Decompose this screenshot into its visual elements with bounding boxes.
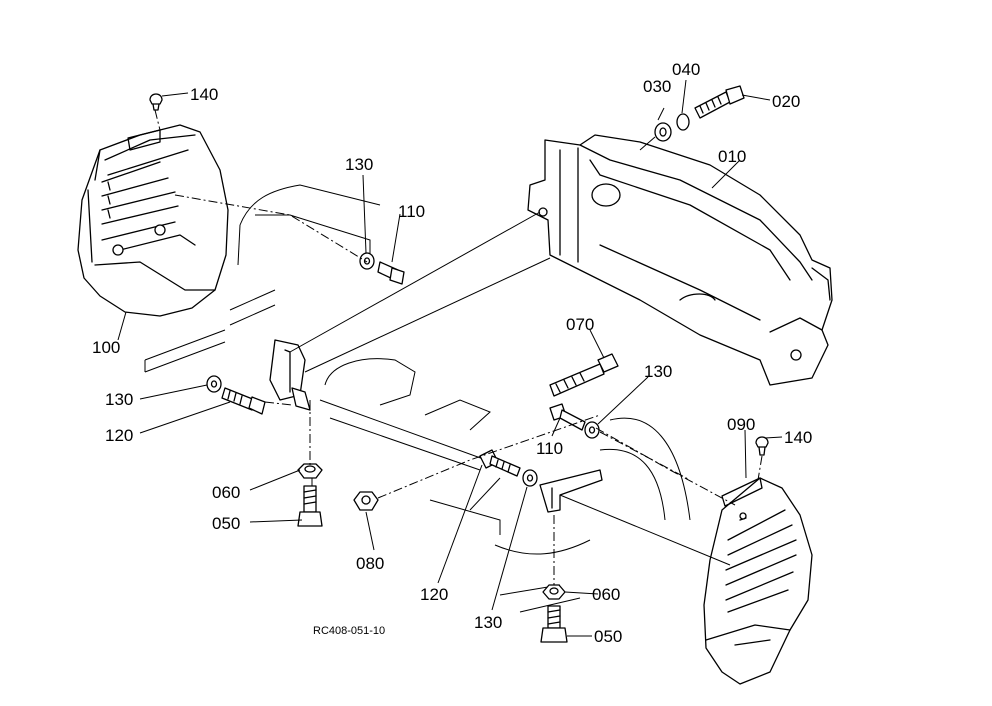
callout-130-lower-center: 130: [474, 613, 502, 632]
callout-060-right: 060: [592, 585, 620, 604]
callout-070: 070: [566, 315, 594, 334]
nut-080: [353, 491, 379, 511]
connection-lines: [289, 136, 731, 566]
callout-100: 100: [92, 338, 120, 357]
right-guard-090: [703, 477, 813, 685]
clip-140-left: [149, 93, 163, 111]
drawing-code: RC408-051-10: [313, 625, 385, 637]
callout-140-right: 140: [784, 428, 812, 447]
callout-110-upper: 110: [398, 202, 425, 221]
callout-140-left: 140: [190, 85, 218, 104]
mount-left: [269, 339, 311, 411]
bolt-020: [694, 85, 745, 119]
callout-120-left: 120: [105, 426, 133, 445]
washer-130-lower-center: [522, 469, 538, 487]
callout-080: 080: [356, 554, 384, 573]
bolt-070: [549, 353, 619, 397]
washer-130-upper: [359, 252, 375, 270]
assembly-lines: [154, 109, 763, 585]
bracket-010: [527, 134, 833, 386]
callout-090: 090: [727, 415, 755, 434]
bolt-110-lower: [549, 403, 586, 431]
bolt-050-left: [297, 485, 323, 527]
washer-130-left: [206, 375, 222, 393]
callout-010: 010: [718, 147, 746, 166]
nut-060-left: [297, 463, 323, 479]
bolt-120-lower: [479, 449, 521, 477]
bolt-050-right: [540, 605, 568, 643]
callout-030: 030: [643, 77, 671, 96]
callout-labels: 140 030 040 020 010 130 110 100 130 120 …: [92, 60, 812, 646]
callout-050-right: 050: [594, 627, 622, 646]
callout-130-lower-right: 130: [644, 362, 672, 381]
bolt-110-upper: [377, 261, 405, 285]
bolt-120-left: [221, 387, 266, 415]
washer-030: [654, 122, 672, 142]
washer-130-lower-right: [584, 421, 600, 439]
callout-050-left: 050: [212, 514, 240, 533]
callout-020: 020: [772, 92, 800, 111]
callout-130-upper: 130: [345, 155, 373, 174]
frame-outline: [144, 184, 691, 613]
leader-lines: [117, 79, 783, 637]
left-guard-100: [77, 124, 229, 317]
callout-110-lower: 110: [536, 439, 563, 458]
callout-130-left: 130: [105, 390, 133, 409]
mount-right: [539, 469, 603, 513]
clip-140-right: [755, 436, 769, 456]
callout-040: 040: [672, 60, 700, 79]
washer-040: [676, 113, 690, 131]
callout-060-left: 060: [212, 483, 240, 502]
callout-120-lower: 120: [420, 585, 448, 604]
